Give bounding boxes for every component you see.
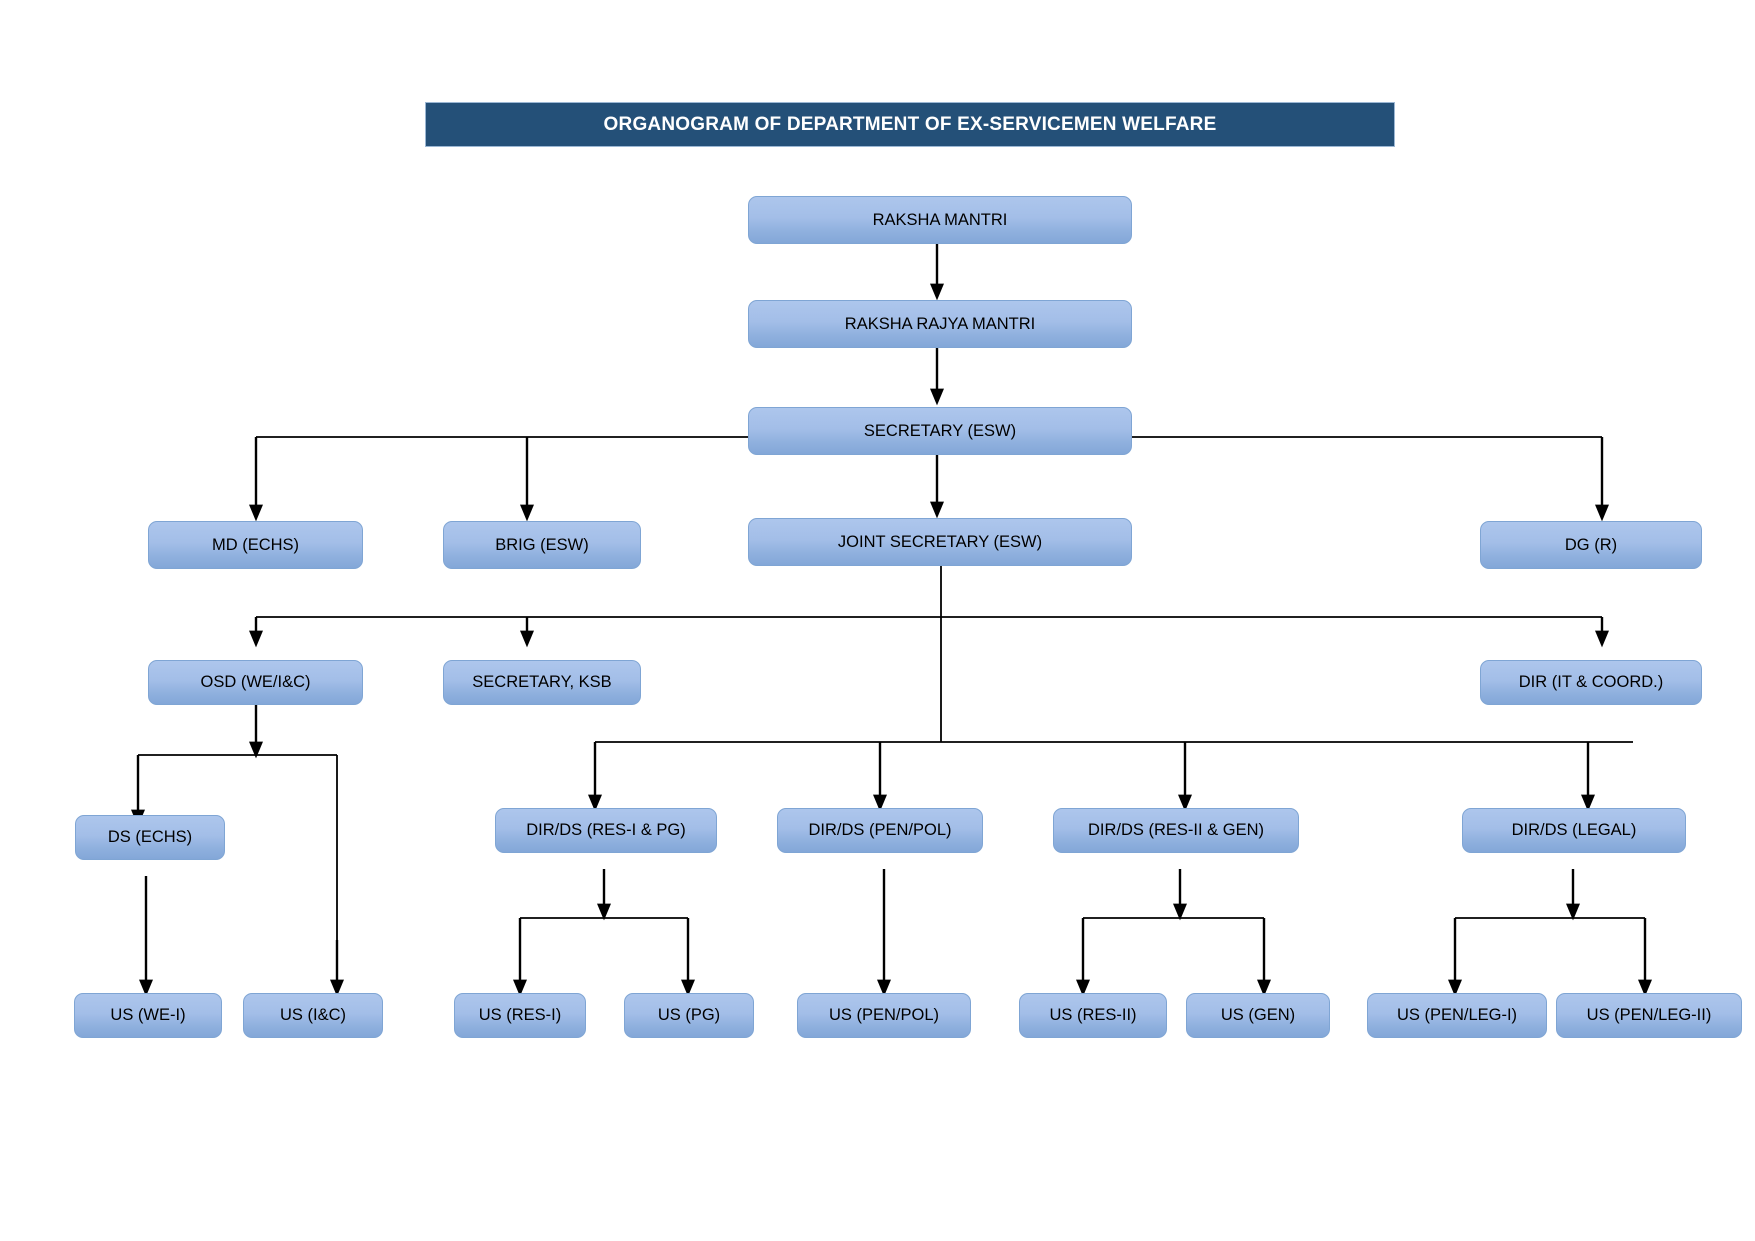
node-secretary-esw[interactable]: SECRETARY (ESW) [748, 407, 1132, 455]
node-us-pen-leg2[interactable]: US (PEN/LEG-II) [1556, 993, 1742, 1038]
node-label: JOINT SECRETARY (ESW) [837, 532, 1043, 551]
node-raksha-mantri[interactable]: RAKSHA MANTRI [748, 196, 1132, 244]
node-us-ic[interactable]: US (I&C) [243, 993, 383, 1038]
node-us-pg[interactable]: US (PG) [624, 993, 754, 1038]
node-label: US (RES-II) [1049, 1006, 1137, 1025]
node-label: DG (R) [1564, 535, 1618, 554]
node-label: DIR/DS (PEN/POL) [808, 821, 952, 840]
node-dg-r[interactable]: DG (R) [1480, 521, 1702, 569]
node-joint-secretary-esw[interactable]: JOINT SECRETARY (ESW) [748, 518, 1132, 566]
node-label: US (I&C) [280, 1006, 346, 1025]
node-dirds-res2-gen[interactable]: DIR/DS (RES-II & GEN) [1053, 808, 1299, 853]
node-dir-it-coord[interactable]: DIR (IT & COORD.) [1480, 660, 1702, 705]
node-label: SECRETARY, KSB [472, 673, 612, 692]
node-label: US (PEN/LEG-II) [1586, 1006, 1712, 1025]
node-brig-esw[interactable]: BRIG (ESW) [443, 521, 641, 569]
node-us-pen-pol[interactable]: US (PEN/POL) [797, 993, 971, 1038]
node-label: DIR/DS (RES-II & GEN) [1087, 821, 1264, 840]
node-label: BRIG (ESW) [495, 535, 589, 554]
node-osd-we-ic[interactable]: OSD (WE/I&C) [148, 660, 363, 705]
node-label: DIR/DS (RES-I & PG) [526, 821, 686, 840]
node-ds-echs[interactable]: DS (ECHS) [75, 815, 225, 860]
node-label: US (RES-I) [478, 1006, 562, 1025]
node-us-res2[interactable]: US (RES-II) [1019, 993, 1167, 1038]
node-label: RAKSHA RAJYA MANTRI [844, 314, 1036, 333]
node-label: SECRETARY (ESW) [863, 421, 1017, 440]
node-label: US (PEN/POL) [828, 1006, 940, 1025]
node-us-res1[interactable]: US (RES-I) [454, 993, 586, 1038]
node-dirds-pen-pol[interactable]: DIR/DS (PEN/POL) [777, 808, 983, 853]
node-label: DIR/DS (LEGAL) [1511, 821, 1637, 840]
node-us-gen[interactable]: US (GEN) [1186, 993, 1330, 1038]
node-md-echs[interactable]: MD (ECHS) [148, 521, 363, 569]
node-label: US (GEN) [1220, 1006, 1296, 1025]
node-label: DIR (IT & COORD.) [1518, 673, 1664, 692]
node-label: DS (ECHS) [107, 828, 193, 847]
node-raksha-rajya-mantri[interactable]: RAKSHA RAJYA MANTRI [748, 300, 1132, 348]
node-label: OSD (WE/I&C) [200, 673, 311, 692]
node-label: MD (ECHS) [211, 535, 300, 554]
page-title: ORGANOGRAM OF DEPARTMENT OF EX-SERVICEME… [603, 113, 1217, 135]
node-label: RAKSHA MANTRI [872, 210, 1008, 229]
chart-title-bar: ORGANOGRAM OF DEPARTMENT OF EX-SERVICEME… [425, 102, 1395, 147]
node-dirds-legal[interactable]: DIR/DS (LEGAL) [1462, 808, 1686, 853]
node-us-pen-leg1[interactable]: US (PEN/LEG-I) [1367, 993, 1547, 1038]
node-label: US (PG) [657, 1006, 721, 1025]
node-label: US (WE-I) [110, 1006, 186, 1025]
node-secretary-ksb[interactable]: SECRETARY, KSB [443, 660, 641, 705]
node-us-we1[interactable]: US (WE-I) [74, 993, 222, 1038]
node-dirds-res1-pg[interactable]: DIR/DS (RES-I & PG) [495, 808, 717, 853]
node-label: US (PEN/LEG-I) [1396, 1006, 1518, 1025]
